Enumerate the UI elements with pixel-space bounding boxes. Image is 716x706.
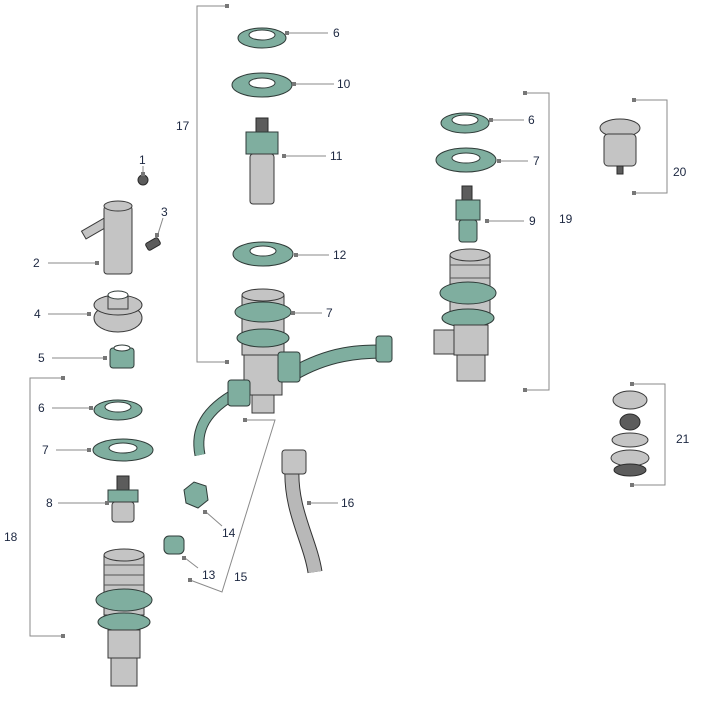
callout-7-left: 7	[42, 443, 91, 457]
svg-text:3: 3	[161, 205, 168, 219]
bracket-17	[196, 4, 229, 364]
callout-16: 16	[307, 496, 355, 510]
grub-screw-3	[145, 237, 161, 251]
svg-text:4: 4	[34, 307, 41, 321]
callout-17: 17	[176, 119, 190, 133]
callout-8: 8	[46, 496, 109, 510]
callout-9: 9	[485, 214, 536, 228]
valve-body-right	[433, 248, 497, 382]
cartridge-8	[107, 475, 139, 523]
nut-6-center	[237, 27, 287, 49]
callout-6-right: 6	[489, 113, 535, 127]
svg-text:2: 2	[33, 256, 40, 270]
callout-19: 19	[559, 212, 573, 226]
cartridge-11	[245, 117, 279, 205]
callout-13: 13	[182, 556, 216, 582]
svg-text:11: 11	[330, 149, 343, 163]
callout-12: 12	[294, 248, 347, 262]
olive-13	[163, 535, 185, 555]
svg-text:13: 13	[202, 568, 216, 582]
nut-6-left	[93, 399, 143, 421]
svg-text:8: 8	[46, 496, 53, 510]
nut-14	[183, 481, 209, 509]
callout-18: 18	[4, 530, 18, 544]
svg-text:16: 16	[341, 496, 355, 510]
svg-text:1: 1	[139, 153, 146, 167]
bracket-15	[188, 418, 276, 593]
callout-15: 15	[234, 570, 248, 584]
washer-7-left	[92, 438, 154, 462]
svg-text:7: 7	[326, 306, 333, 320]
nut-6-right	[440, 112, 490, 134]
adaptor-5	[109, 344, 135, 369]
callout-20: 20	[673, 165, 687, 179]
callout-5: 5	[38, 351, 107, 365]
callout-1: 1	[139, 153, 146, 176]
bracket-18	[29, 376, 65, 638]
hose-16	[281, 449, 323, 574]
shroud-cap	[93, 290, 143, 333]
grub-screw-1	[137, 174, 149, 186]
svg-text:10: 10	[337, 77, 351, 91]
callout-4: 4	[34, 307, 91, 321]
callout-11: 11	[282, 149, 343, 163]
svg-text:5: 5	[38, 351, 45, 365]
callout-7-right: 7	[497, 154, 540, 168]
svg-text:7: 7	[42, 443, 49, 457]
svg-text:9: 9	[529, 214, 536, 228]
svg-text:12: 12	[333, 248, 347, 262]
valve-body-left	[95, 548, 153, 687]
bracket-19	[523, 91, 550, 392]
svg-text:7: 7	[533, 154, 540, 168]
bracket-21	[630, 382, 666, 487]
washer-7-right	[435, 147, 497, 173]
valve-body-center	[234, 288, 393, 414]
callout-10: 10	[292, 77, 351, 91]
lever-handle	[80, 200, 133, 275]
svg-text:14: 14	[222, 526, 236, 540]
callout-21: 21	[676, 432, 690, 446]
bracket-20	[632, 98, 668, 195]
svg-text:6: 6	[333, 26, 340, 40]
hose-left	[193, 379, 251, 457]
cartridge-9	[455, 185, 481, 243]
washer-10	[231, 72, 293, 98]
callout-14: 14	[203, 510, 236, 540]
callout-6-left: 6	[38, 401, 93, 415]
callout-2: 2	[33, 256, 99, 270]
svg-text:6: 6	[38, 401, 45, 415]
washer-12	[232, 241, 294, 267]
svg-text:6: 6	[528, 113, 535, 127]
callout-3: 3	[155, 205, 168, 237]
waste-20	[599, 118, 641, 175]
callout-6-center: 6	[285, 26, 340, 40]
callout-7-center: 7	[291, 306, 333, 320]
waste-21	[610, 390, 650, 477]
